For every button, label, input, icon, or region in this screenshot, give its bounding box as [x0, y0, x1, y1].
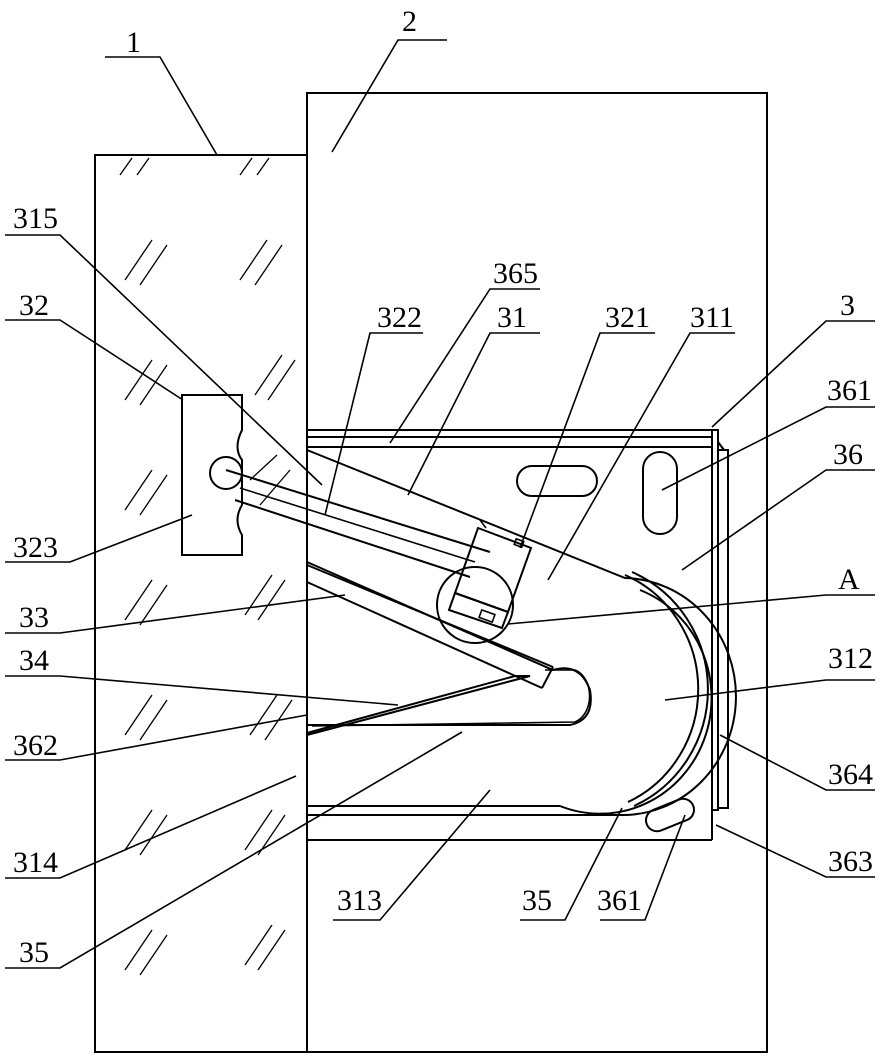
label-323: 323	[13, 531, 58, 564]
label-321: 321	[605, 301, 650, 334]
label-315: 315	[13, 202, 58, 235]
label-a: A	[838, 563, 860, 596]
label-313: 313	[337, 884, 382, 917]
label-2: 2	[402, 5, 417, 38]
handle-32	[182, 395, 242, 555]
label-365: 365	[493, 257, 538, 290]
label-32: 32	[19, 289, 49, 322]
arm-33	[307, 565, 553, 688]
label-363: 363	[828, 845, 873, 878]
mounting-plate-36	[307, 430, 728, 840]
label-361-top: 361	[827, 374, 872, 407]
label-314: 314	[13, 846, 58, 879]
label-1: 1	[126, 26, 141, 59]
label-34: 34	[19, 644, 49, 677]
label-35-left: 35	[19, 936, 49, 969]
label-36: 36	[833, 438, 863, 471]
label-361-bottom: 361	[597, 884, 642, 917]
blade-34	[307, 676, 530, 735]
label-35-bottom: 35	[522, 884, 552, 917]
wall-hatching	[120, 158, 295, 975]
u-body-31	[307, 450, 736, 815]
label-31: 31	[497, 301, 527, 334]
slot-361-vertical	[643, 452, 677, 534]
label-312: 312	[828, 642, 873, 675]
label-3: 3	[840, 289, 855, 322]
label-311: 311	[690, 301, 734, 334]
rod-322	[226, 470, 490, 577]
detail-circle-a	[437, 567, 513, 643]
label-322: 322	[377, 301, 422, 334]
rail-365	[307, 430, 712, 447]
slot-361-horizontal	[517, 466, 597, 496]
label-362: 362	[13, 729, 58, 762]
guide-arc-35	[625, 575, 698, 802]
label-33: 33	[19, 601, 49, 634]
label-364: 364	[828, 758, 873, 791]
